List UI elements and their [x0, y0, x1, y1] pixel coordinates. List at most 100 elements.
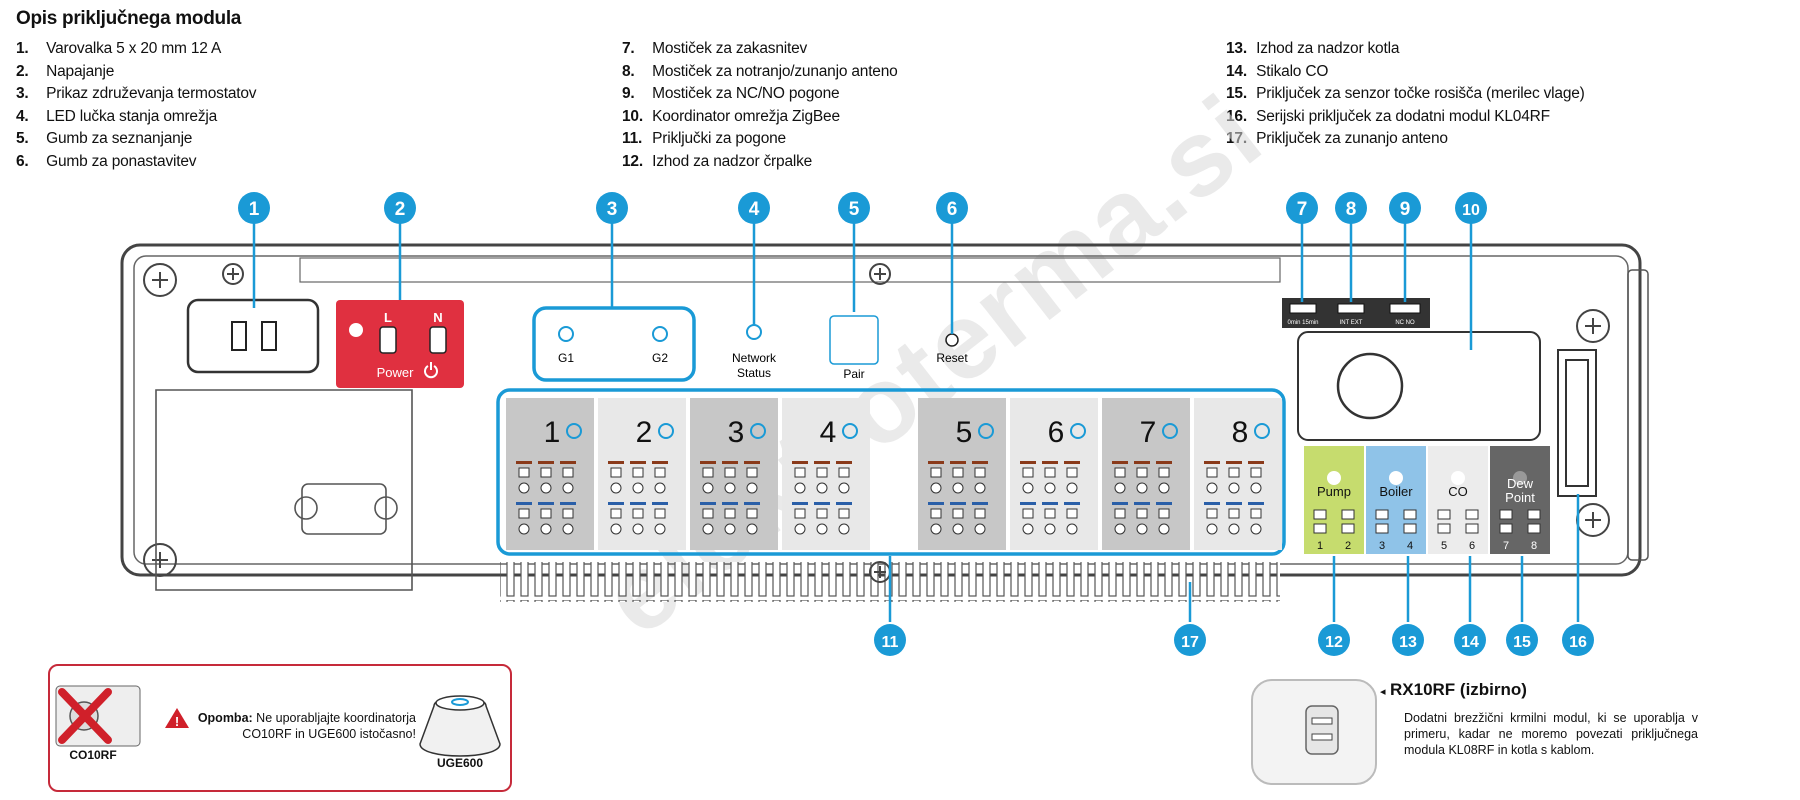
zone-2: 2 — [598, 398, 686, 550]
jumper8-label: INT EXT — [1340, 320, 1363, 326]
serial-connector — [1557, 349, 1597, 497]
legend-number: 9. — [622, 85, 635, 102]
note-box — [48, 664, 512, 792]
network-status-line1: Network — [732, 351, 777, 365]
power-label: Power — [377, 365, 415, 380]
callout-5: 5 — [838, 192, 870, 224]
power-L-label: L — [384, 310, 392, 325]
housing-top-rail — [299, 257, 1281, 283]
svg-text:!: ! — [175, 714, 179, 729]
terminal-number: 3 — [1379, 540, 1385, 552]
terminal-number: 5 — [1441, 540, 1447, 552]
legend-number: 12. — [622, 152, 643, 170]
legend-text: LED lučka stanja omrežja — [42, 107, 218, 125]
svg-text:6: 6 — [947, 199, 958, 220]
pair-button[interactable]: Pair — [829, 315, 879, 381]
power-icon — [424, 362, 438, 379]
svg-text:2: 2 — [395, 199, 406, 220]
legend-text: Gumb za seznanjanje — [42, 130, 193, 147]
note-body: Ne uporabljajte koordinatorja CO10RF in … — [242, 711, 416, 741]
zone-6: 6 — [1010, 398, 1098, 550]
rx10rf-device — [1251, 679, 1377, 785]
legend-text: Varovalka 5 x 20 mm 12 A — [42, 40, 222, 57]
power-N-label: N — [433, 310, 442, 325]
power-block: L N Power — [336, 300, 464, 388]
svg-text:13: 13 — [1399, 634, 1417, 651]
zone-4: 4 — [782, 398, 870, 550]
network-status-line2: Status — [737, 366, 771, 380]
left-terminal-cover — [155, 389, 413, 591]
zone-number: 7 — [1140, 416, 1157, 449]
svg-text:14: 14 — [1461, 634, 1479, 651]
legend-number: 8. — [622, 62, 635, 80]
output-label: Dew — [1507, 476, 1534, 491]
legend-item: 12. Izhod za nadzor črpalke — [622, 151, 1182, 174]
legend-number: 1. — [16, 40, 29, 57]
page-title: Opis priključnega modula — [16, 8, 242, 29]
legend-item: 2. Napajanje — [16, 61, 576, 84]
legend-text: Mostiček za NC/NO pogone — [648, 85, 840, 102]
callout-2: 2 — [384, 192, 416, 224]
network-status-led: Network Status — [732, 324, 777, 380]
legend-item: 7. Mostiček za zakasnitev — [622, 38, 1182, 61]
zone-led — [658, 423, 674, 439]
zone-number: 3 — [728, 416, 745, 449]
zone-number: 1 — [544, 416, 561, 449]
legend-item: 4. LED lučka stanja omrežja — [16, 106, 576, 129]
callout-11: 11 — [874, 624, 906, 656]
legend-text: Priključek za senzor točke rosišča (meri… — [1252, 85, 1585, 102]
legend-text: Priključek za zunanjo anteno — [1252, 130, 1448, 147]
zone-led — [1162, 423, 1178, 439]
uge600-illustration — [419, 695, 501, 757]
legend-number: 17. — [1226, 130, 1247, 147]
jumper9-label: NC NO — [1395, 320, 1415, 326]
zone-number: 5 — [956, 416, 973, 449]
rx-title: RX10RF (izbirno) — [1390, 680, 1527, 699]
output-label: Boiler — [1379, 484, 1413, 499]
legend-item: 6. Gumb za ponastavitev — [16, 151, 576, 174]
fuse-holder — [186, 298, 320, 374]
legend-number: 2. — [16, 62, 29, 80]
zone-number: 2 — [636, 416, 653, 449]
callout-3: 3 — [596, 192, 628, 224]
zone-led — [1254, 423, 1270, 439]
svg-text:16: 16 — [1569, 634, 1587, 651]
callout-9: 9 — [1389, 192, 1421, 224]
legend-number: 11. — [622, 130, 643, 147]
callout-14: 14 — [1454, 624, 1486, 656]
note-text: Opomba: Ne uporabljajte koordinatorja CO… — [196, 710, 416, 742]
rx-arrow-icon: ◂ — [1380, 685, 1386, 698]
legend-item: 1. Varovalka 5 x 20 mm 12 A — [16, 38, 576, 61]
zone-led — [842, 423, 858, 439]
legend-item: 5. Gumb za seznanjanje — [16, 128, 576, 151]
terminal-number: 6 — [1469, 540, 1475, 552]
jumper7-label: 0min 15min — [1287, 320, 1318, 326]
legend-number: 4. — [16, 107, 29, 125]
legend-item: 14. Stikalo CO — [1226, 61, 1786, 84]
legend-number: 3. — [16, 85, 29, 102]
zone-number: 4 — [820, 416, 837, 449]
svg-text:5: 5 — [849, 199, 860, 220]
callout-16: 16 — [1562, 624, 1594, 656]
legend-text: Izhod za nadzor kotla — [1252, 40, 1400, 57]
legend-text: Izhod za nadzor črpalke — [648, 152, 813, 170]
zone-led — [1070, 423, 1086, 439]
legend-text: Napajanje — [42, 62, 115, 80]
callout-4: 4 — [738, 192, 770, 224]
co10rf-illustration — [55, 685, 141, 747]
reset-button[interactable]: Reset — [936, 333, 968, 365]
terminal-number: 8 — [1531, 540, 1537, 552]
legend-text: Mostiček za zakasnitev — [648, 40, 808, 57]
callout-13: 13 — [1392, 624, 1424, 656]
svg-text:10: 10 — [1462, 202, 1480, 219]
legend-item: 9. Mostiček za NC/NO pogone — [622, 83, 1182, 106]
legend-number: 6. — [16, 152, 29, 170]
legend-text: Serijski priključek za dodatni modul KL0… — [1252, 107, 1550, 125]
callout-12: 12 — [1318, 624, 1350, 656]
svg-text:9: 9 — [1400, 199, 1411, 220]
